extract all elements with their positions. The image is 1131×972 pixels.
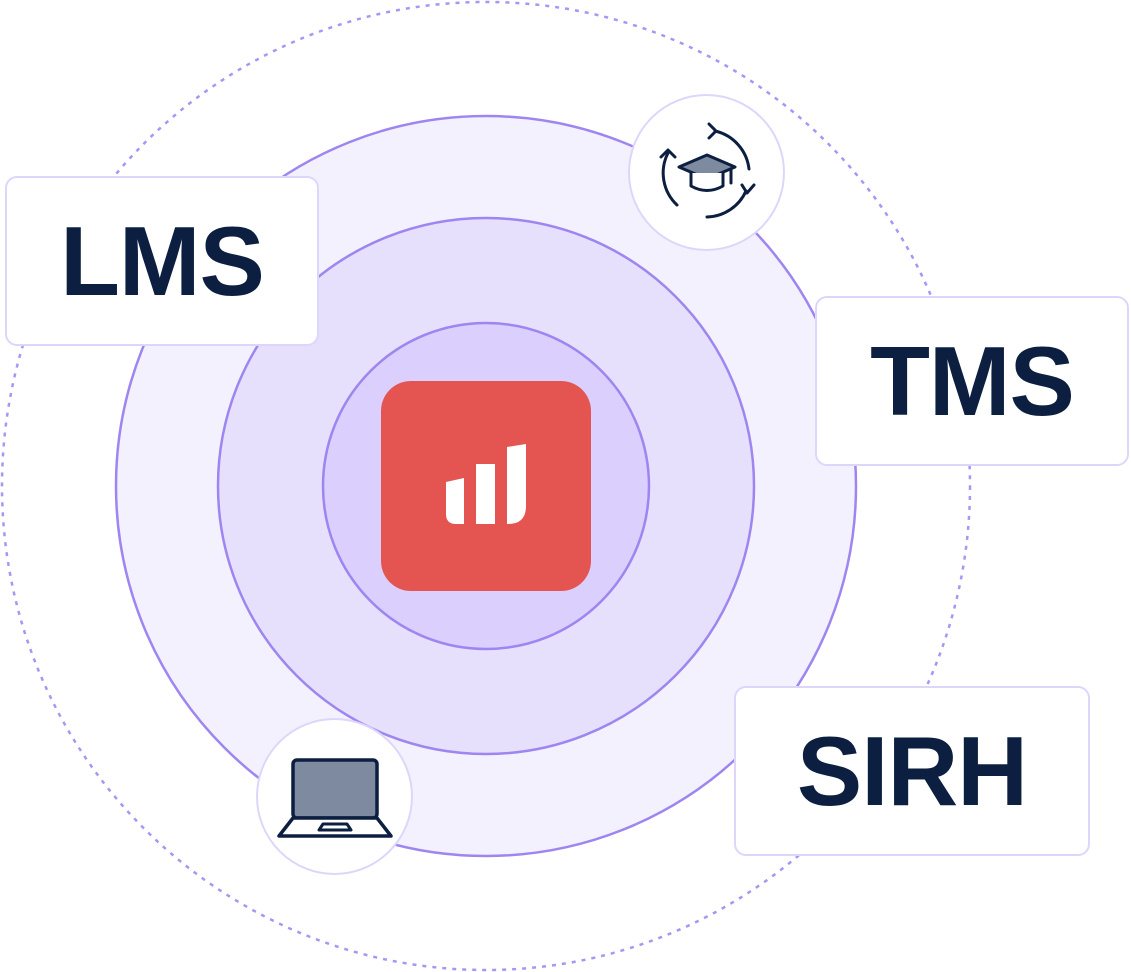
training-cycle-bubble bbox=[628, 94, 785, 251]
sirh-label: SIRH bbox=[796, 716, 1028, 826]
bar-chart-logo-icon bbox=[446, 444, 526, 524]
tms-label: TMS bbox=[870, 326, 1075, 436]
laptop-bubble bbox=[256, 718, 413, 875]
graduation-cap-cycle-icon bbox=[659, 122, 755, 218]
outer-dashed-ring bbox=[0, 0, 972, 972]
sirh-card: SIRH bbox=[734, 686, 1090, 856]
lms-label: LMS bbox=[60, 206, 265, 316]
laptop-icon bbox=[276, 757, 393, 838]
lms-card: LMS bbox=[5, 176, 319, 346]
tms-card: TMS bbox=[815, 296, 1129, 466]
app-logo bbox=[381, 381, 591, 591]
